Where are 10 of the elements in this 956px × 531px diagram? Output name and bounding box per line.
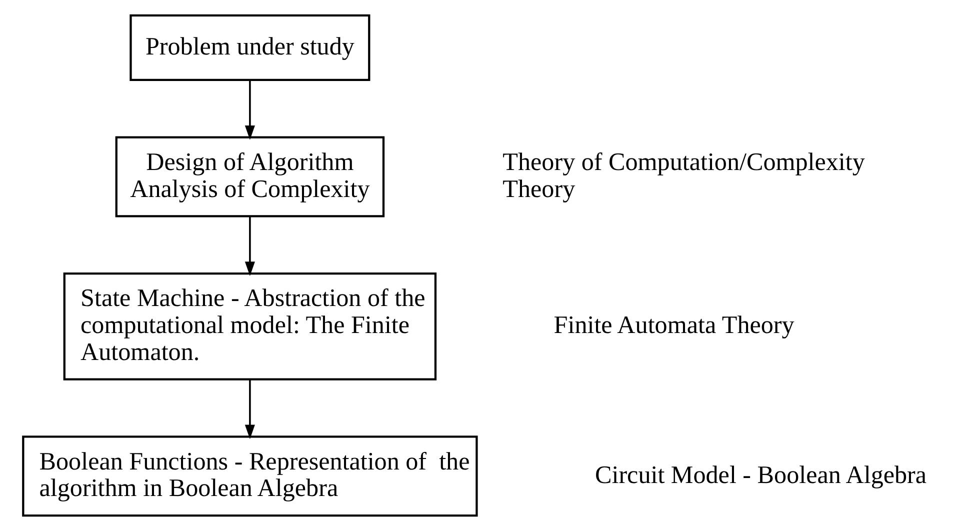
- arrow: [244, 216, 254, 276]
- node-box: Boolean Functions - Representation of the algorithm in Boolean Algebra: [22, 436, 478, 517]
- label: Finite Automata Theory: [553, 312, 794, 340]
- node-box: State Machine - Abstraction of the computational model: The Finite Automaton.: [62, 272, 436, 380]
- node-box: Problem under study: [129, 14, 370, 82]
- arrow: [244, 80, 254, 140]
- label: Circuit Model - Boolean Algebra: [594, 462, 926, 489]
- arrow: [244, 379, 254, 440]
- label: Theory of Computation/Complexity Theory: [502, 148, 864, 203]
- node-box: Design of Algorithm Analysis of Complexity: [114, 136, 384, 218]
